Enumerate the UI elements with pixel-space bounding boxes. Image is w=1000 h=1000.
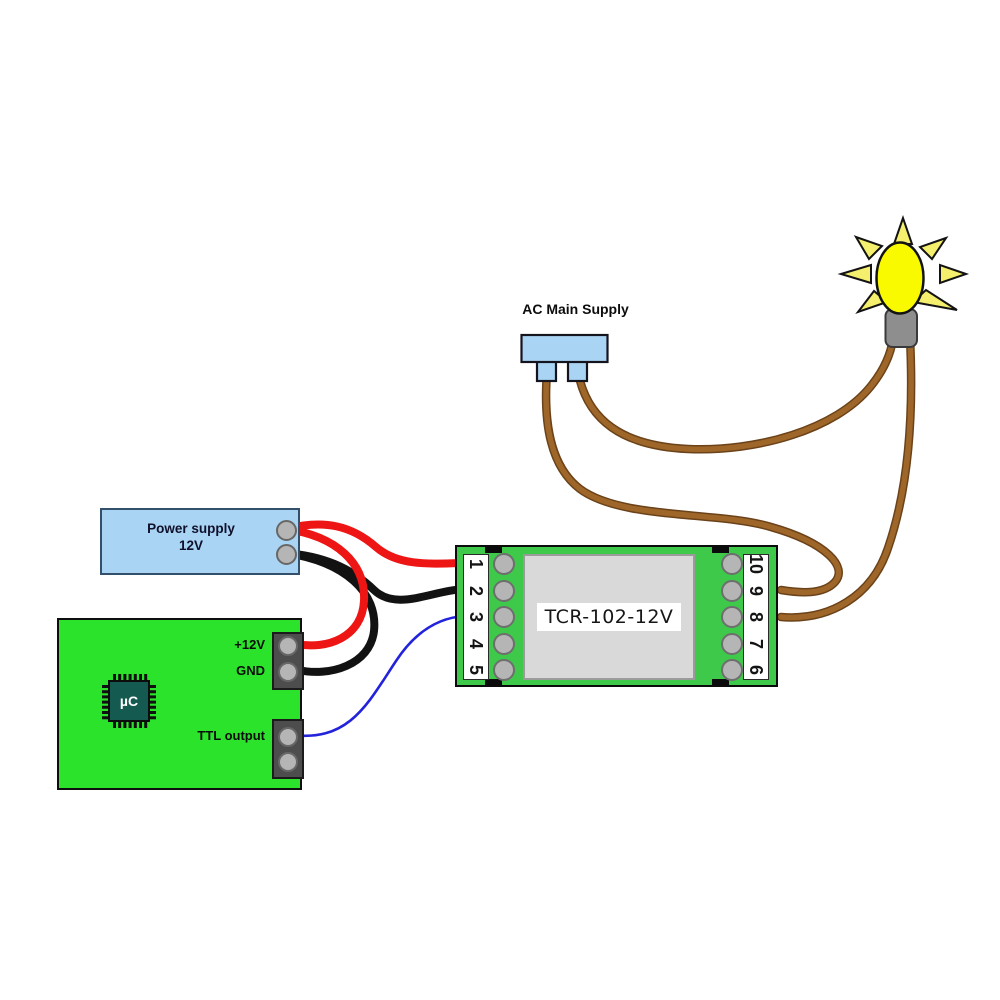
power-supply-terminal-positive — [276, 520, 297, 541]
relay-pin-label-9: 9 — [746, 585, 767, 596]
relay-tab — [485, 547, 502, 553]
mcu-pin-label-ttl: TTL output — [197, 728, 265, 743]
relay-terminal-3 — [493, 606, 515, 628]
relay-pin-label-8: 8 — [746, 611, 767, 622]
relay-terminal-1 — [493, 553, 515, 575]
mcu-terminal-spare — [278, 752, 298, 772]
mcu-pin-label-gnd: GND — [236, 663, 265, 678]
wire-brown-plug-to-relay — [541, 367, 843, 597]
power-supply-box: Power supply 12V — [100, 508, 300, 575]
relay-pin-label-5: 5 — [466, 664, 487, 675]
relay-pin-label-4: 4 — [466, 638, 487, 649]
ac-supply-label: AC Main Supply — [522, 301, 629, 317]
relay-body: TCR-102-12V — [523, 554, 695, 680]
wire-brown-plug-to-bulb — [573, 333, 898, 454]
wire-blue-ttl-to-relay — [290, 614, 468, 738]
relay-pin-label-10: 10 — [746, 553, 767, 575]
relay-terminal-5 — [493, 659, 515, 681]
relay-terminal-7 — [721, 633, 743, 655]
relay-tab — [712, 679, 729, 685]
microcontroller-chip-icon — [102, 674, 156, 728]
relay-terminal-9 — [721, 580, 743, 602]
wire-red-supply-to-relay — [282, 520, 470, 568]
mcu-terminal-ttl — [278, 727, 298, 747]
relay-tab — [712, 547, 729, 553]
relay-right-pin-strip — [743, 554, 769, 680]
power-supply-label: Power supply 12V — [102, 520, 280, 554]
chip-label: µC — [119, 693, 139, 709]
wire-black-supply-to-mcu — [282, 549, 379, 676]
wire-brown-bulb-to-relay — [776, 333, 916, 622]
relay-tab — [485, 679, 502, 685]
relay-terminal-8 — [721, 606, 743, 628]
mcu-terminal-12v — [278, 636, 298, 656]
relay-terminal-10 — [721, 553, 743, 575]
wire-red-supply-to-mcu — [282, 525, 369, 650]
relay-terminal-4 — [493, 633, 515, 655]
relay-pin-label-2: 2 — [466, 585, 487, 596]
relay-pin-label-3: 3 — [466, 611, 487, 622]
power-supply-label-line1: Power supply — [147, 521, 235, 536]
relay-module: 1 2 3 4 5 10 9 8 7 6 TCR-102-12V — [455, 545, 778, 687]
relay-model-label: TCR-102-12V — [536, 603, 682, 631]
relay-pin-label-6: 6 — [746, 664, 767, 675]
ac-plug-icon — [520, 333, 609, 383]
relay-left-pin-strip — [463, 554, 489, 680]
mcu-terminal-gnd — [278, 662, 298, 682]
bulb-glass — [875, 241, 925, 315]
mcu-pin-label-12v: +12V — [234, 637, 265, 652]
relay-pin-label-1: 1 — [466, 558, 487, 569]
mcu-board: µC +12V GND TTL output — [57, 618, 304, 790]
relay-terminal-2 — [493, 580, 515, 602]
power-supply-label-line2: 12V — [178, 538, 204, 553]
relay-terminal-6 — [721, 659, 743, 681]
power-supply-terminal-negative — [276, 544, 297, 565]
light-bulb-icon — [837, 214, 970, 348]
relay-pin-label-7: 7 — [746, 638, 767, 649]
